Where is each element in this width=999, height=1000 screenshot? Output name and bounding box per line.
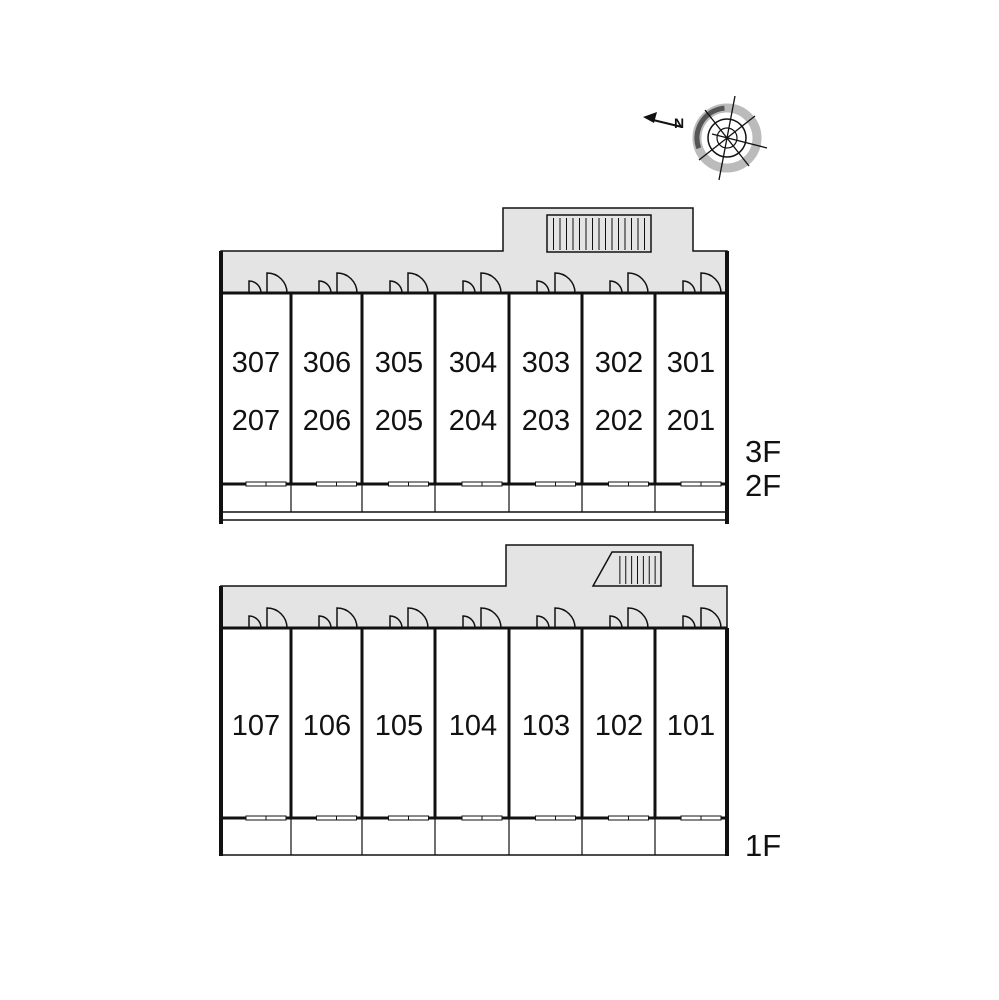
upper-window (628, 481, 649, 487)
unit-204: 204 (449, 405, 497, 437)
unit-206: 206 (303, 405, 351, 437)
upper-entry-door-icon (480, 272, 502, 294)
lower-closet-door-icon (682, 615, 696, 629)
unit-202: 202 (595, 405, 643, 437)
upper-window (245, 481, 267, 487)
upper-entry-door-icon (266, 272, 288, 294)
compass-north-label: N (674, 115, 684, 131)
upper-window (336, 481, 357, 487)
floor-label-2f: 2F (745, 468, 781, 503)
unit-301: 301 (667, 347, 715, 379)
unit-107: 107 (232, 710, 280, 742)
upper-window (388, 481, 409, 487)
lower-window (265, 815, 287, 821)
lower-window (680, 815, 702, 821)
lower-window (481, 815, 503, 821)
upper-entry-door-icon (627, 272, 649, 294)
lower-window (535, 815, 556, 821)
lower-entry-door-icon (554, 607, 576, 629)
upper-window (608, 481, 629, 487)
unit-203: 203 (522, 405, 570, 437)
unit-207: 207 (232, 405, 280, 437)
upper-closet-door-icon (609, 280, 623, 294)
lower-stair-treads (619, 556, 656, 584)
lower-closet-door-icon (536, 615, 550, 629)
upper-window (535, 481, 556, 487)
compass-icon (643, 95, 768, 181)
unit-101: 101 (667, 710, 715, 742)
lower-window (388, 815, 409, 821)
upper-stair-treads (553, 218, 645, 250)
unit-303: 303 (522, 347, 570, 379)
lower-entry-door-icon (266, 607, 288, 629)
lower-window (408, 815, 429, 821)
upper-entry-door-icon (336, 272, 358, 294)
upper-window (316, 481, 337, 487)
lower-staircase (591, 551, 662, 587)
unit-102: 102 (595, 710, 643, 742)
lower-entry-door-icon (627, 607, 649, 629)
lower-closet-door-icon (318, 615, 332, 629)
upper-entry-door-icon (407, 272, 429, 294)
unit-106: 106 (303, 710, 351, 742)
lower-closet-door-icon (609, 615, 623, 629)
unit-306: 306 (303, 347, 351, 379)
lower-window (316, 815, 337, 821)
floor-label-1f: 1F (745, 828, 781, 863)
unit-201: 201 (667, 405, 715, 437)
upper-closet-door-icon (682, 280, 696, 294)
lower-closet-door-icon (389, 615, 403, 629)
unit-104: 104 (449, 710, 497, 742)
upper-window (555, 481, 576, 487)
floor-label-3f: 3F (745, 434, 781, 469)
unit-305: 305 (375, 347, 423, 379)
lower-window (628, 815, 649, 821)
upper-closet-door-icon (462, 280, 476, 294)
lower-entry-door-icon (407, 607, 429, 629)
lower-window (461, 815, 483, 821)
upper-closet-door-icon (389, 280, 403, 294)
unit-307: 307 (232, 347, 280, 379)
lower-window (336, 815, 357, 821)
upper-building-block: 307 306 305 304 303 302 301 207 206 205 … (219, 207, 781, 524)
lower-entry-door-icon (700, 607, 722, 629)
upper-entry-door-icon (554, 272, 576, 294)
lower-building-block: 107 106 105 104 103 102 101 1F (219, 544, 781, 863)
unit-304: 304 (449, 347, 497, 379)
upper-closet-door-icon (248, 280, 262, 294)
upper-window (481, 481, 503, 487)
upper-window (700, 481, 722, 487)
unit-302: 302 (595, 347, 643, 379)
upper-window (680, 481, 702, 487)
lower-entry-door-icon (480, 607, 502, 629)
lower-entry-door-icon (336, 607, 358, 629)
unit-105: 105 (375, 710, 423, 742)
upper-closet-door-icon (536, 280, 550, 294)
upper-closet-door-icon (318, 280, 332, 294)
lower-closet-door-icon (462, 615, 476, 629)
unit-205: 205 (375, 405, 423, 437)
upper-window (265, 481, 287, 487)
upper-window (461, 481, 483, 487)
lower-window (700, 815, 722, 821)
upper-window (408, 481, 429, 487)
upper-entry-door-icon (700, 272, 722, 294)
lower-window (245, 815, 267, 821)
lower-closet-door-icon (248, 615, 262, 629)
lower-window (608, 815, 629, 821)
lower-window (555, 815, 576, 821)
unit-103: 103 (522, 710, 570, 742)
